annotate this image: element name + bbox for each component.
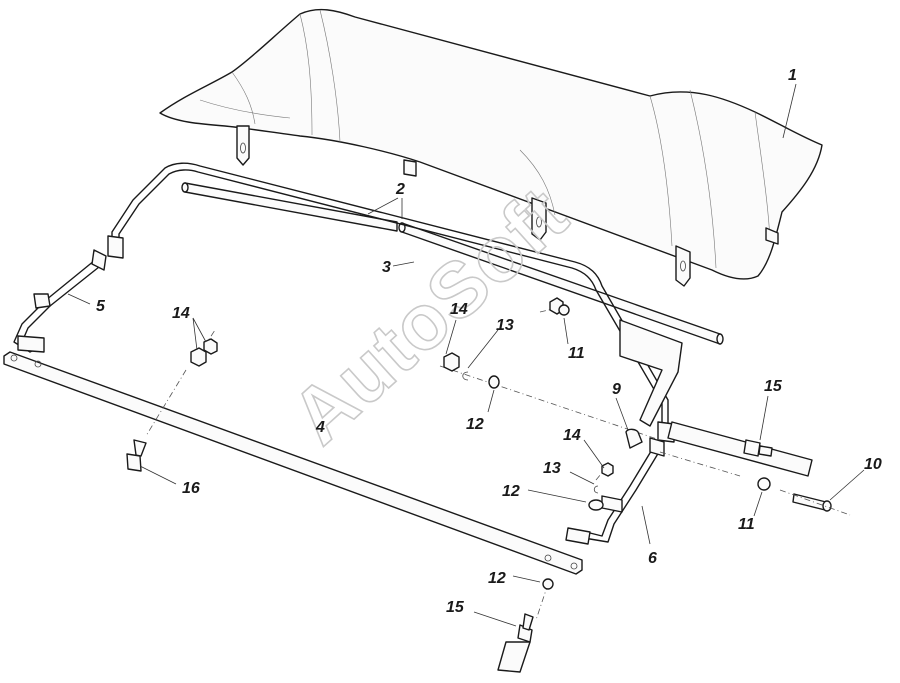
callout-14-left: 14 — [172, 305, 190, 322]
soft-cover-part — [159, 8, 823, 287]
callout-11-upper: 11 — [568, 345, 585, 362]
fasteners — [126, 297, 851, 673]
right-bracket-part — [565, 437, 665, 545]
callout-4: 4 — [315, 419, 325, 436]
callout-16: 16 — [182, 480, 200, 497]
callout-11-lower: 11 — [738, 516, 755, 533]
callout-14-middle: 14 — [450, 301, 468, 318]
left-bracket-part — [13, 249, 107, 353]
leader-lines — [67, 83, 865, 627]
callout-6: 6 — [648, 550, 657, 567]
lower-bar-part — [3, 351, 583, 575]
callout-15-lower: 15 — [446, 599, 465, 616]
callout-1: 1 — [788, 67, 797, 84]
callout-9: 9 — [612, 381, 621, 398]
callout-labels: 1 2 3 4 5 6 9 10 11 11 12 12 12 13 13 14… — [96, 67, 882, 616]
callout-12-right: 12 — [502, 483, 520, 500]
upper-bow-frame-part — [107, 162, 683, 443]
callout-13-right: 13 — [543, 460, 561, 477]
callout-5: 5 — [96, 298, 106, 315]
callout-2: 2 — [395, 181, 405, 198]
callout-3: 3 — [382, 259, 391, 276]
callout-10: 10 — [864, 456, 882, 473]
tube-part — [181, 182, 724, 345]
callout-14-right: 14 — [563, 427, 581, 444]
callout-13-middle: 13 — [496, 317, 514, 334]
callout-12-lower: 12 — [488, 570, 506, 587]
callout-12-middle: 12 — [466, 416, 484, 433]
callout-15-right: 15 — [764, 378, 783, 395]
